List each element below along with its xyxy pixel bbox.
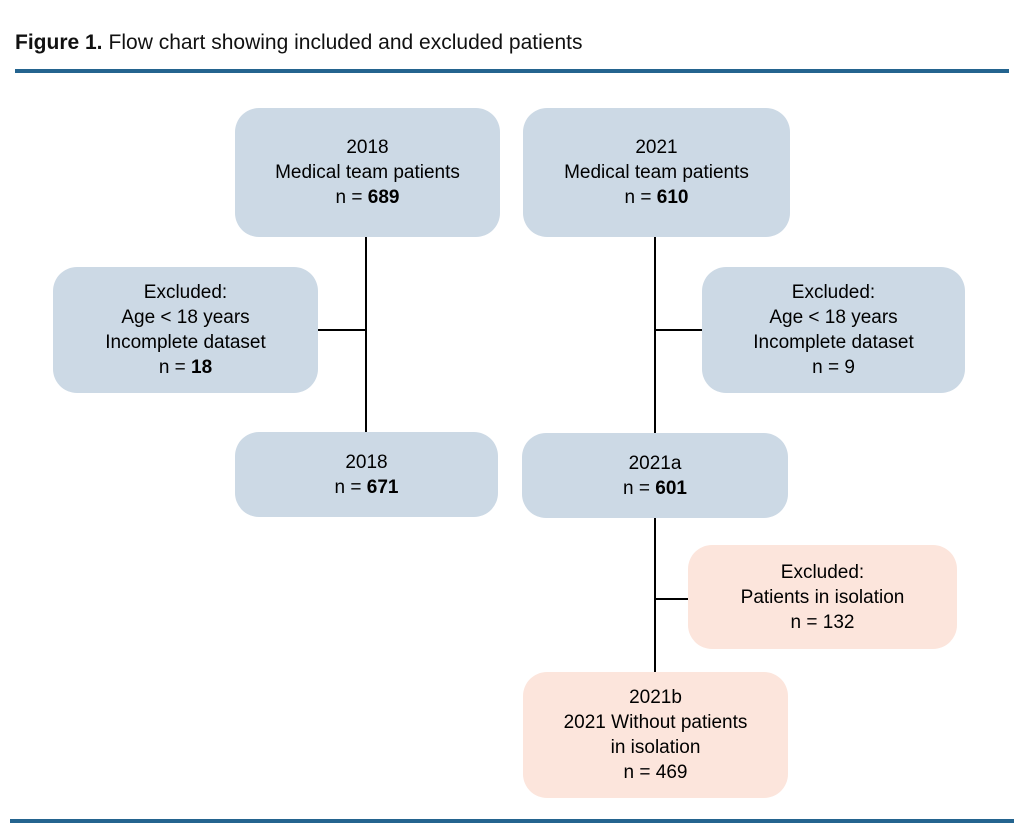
node-2018-cohort: 2018 Medical team patients n = 689 [235,108,500,237]
node-count-line: n = 9 [812,357,855,378]
count-value: 9 [844,357,855,378]
node-line: 2021 [635,137,678,158]
node-line: Age < 18 years [121,307,250,328]
node-excluded-2018: Excluded: Age < 18 years Incomplete data… [53,267,318,393]
node-line: 2018 [345,451,388,473]
node-line: Medical team patients [275,162,460,183]
count-value: 132 [822,611,855,633]
node-line: 2021 Without patients [563,712,748,733]
node-count-line: n = 469 [623,762,688,783]
node-count-line: n = 671 [334,476,399,498]
node-line: Patients in isolation [740,586,905,608]
node-count-line: n = 18 [158,357,213,378]
figure-caption-text: Flow chart showing included and excluded… [108,31,583,54]
connector-excluded-2018-horizontal [318,329,366,331]
node-excluded-2021: Excluded: Age < 18 years Incomplete data… [702,267,965,393]
node-line: Excluded: [791,282,876,303]
node-line: 2021b [629,687,682,708]
count-value: 610 [656,187,689,208]
node-count-line: n = 132 [790,611,855,633]
node-line: 2018 [346,137,389,158]
node-2018-final: 2018 n = 671 [235,432,498,517]
node-count-line: n = 689 [335,187,400,208]
node-line: Age < 18 years [769,307,898,328]
node-line: in isolation [610,737,701,758]
count-value: 689 [367,187,400,208]
node-line: Excluded: [143,282,228,303]
node-line: Incomplete dataset [753,332,914,353]
node-line: Medical team patients [564,162,749,183]
connector-2021-vertical-lower [654,518,656,672]
count-value: 601 [655,477,687,499]
bottom-divider-rule [10,819,1014,823]
node-line: Incomplete dataset [105,332,266,353]
node-2021-cohort: 2021 Medical team patients n = 610 [523,108,790,237]
count-value: 469 [655,762,688,783]
node-count-line: n = 610 [624,187,689,208]
count-value: 18 [191,357,213,378]
top-divider-rule [15,69,1009,73]
figure-caption: Figure 1.Flow chart showing included and… [15,30,583,56]
connector-excluded-2021-horizontal [655,329,702,331]
count-value: 671 [366,476,399,498]
node-excluded-isolation: Excluded: Patients in isolation n = 132 [688,545,957,649]
node-line: 2021a [628,452,682,474]
node-2021a: 2021a n = 601 [522,433,788,518]
connector-2018-vertical [365,237,367,432]
node-line: Excluded: [780,561,865,583]
node-count-line: n = 601 [623,477,687,499]
connector-excluded-isolation-horizontal [655,598,688,600]
connector-2021-vertical-upper [654,237,656,433]
figure-label: Figure 1. [15,31,103,54]
node-2021b: 2021b 2021 Without patients in isolation… [523,672,788,798]
